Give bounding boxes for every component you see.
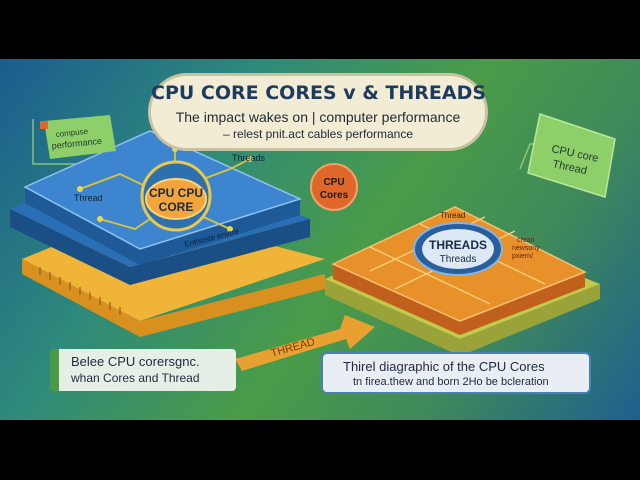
right-chip-center-text-2: Threads [440,254,477,265]
left-tag-text-1: compuse [55,127,89,139]
right-chip-side-text-3: pxiern/ [512,253,533,260]
right-chip-center [422,229,494,269]
left-chip-layer1-side [25,187,300,265]
caption-left-line-1: Belee CPU corersgnc. [71,354,200,369]
letterbox-bottom [0,420,640,480]
title-subtitle-1: The impact wakes on | computer performan… [175,109,461,125]
caption-right-line-1: Thirel diagraphic of the CPU Cores [343,359,545,374]
caption-card-right: Thirel diagraphic of the CPU Cores tn fi… [321,352,591,394]
infographic-graphics: CPU CPU CORE Thread Threads Enthoste env… [10,113,616,371]
cpu-cores-badge-circle [310,163,358,211]
right-chip: THREADS Threads Thread crean newsony pxi… [325,206,600,356]
letterbox-top [0,0,640,59]
left-tag-corner [40,121,48,129]
title-subtitle-2: – relest pnit.act cables performance [222,127,414,141]
left-chip-threads-label: Threads [232,153,266,163]
left-chip-core-text-1: CPU CPU [149,186,203,200]
title-heading: CPU CORE CORES v & THREADS [151,82,487,104]
caption-left-line-2: whan Cores and Thread [71,371,200,385]
left-chip-core [145,178,207,220]
title-banner: CPU CORE CORES v & THREADS The impact wa… [148,73,488,151]
left-chip-thread-label: Thread [74,193,103,203]
left-chip-core-text-2: CORE [159,200,194,214]
thread-arrow-shape [235,315,375,371]
right-chip-base-side [325,279,600,356]
left-chip-pins [39,267,121,315]
left-tag-shape [44,115,116,159]
left-chip-layer2-side [10,209,310,285]
right-chip-center-text-1: THREADS [429,238,487,252]
right-tag: CPU core Thread [527,113,616,198]
caption-right-line-2: tn firea.thew and born 2Ho be bcleration [353,376,549,388]
right-tag-shape [527,113,616,198]
left-chip-base-side [22,259,325,337]
thread-arrow-label: THREAD [270,336,317,360]
left-chip: CPU CPU CORE Thread Threads Enthoste env… [10,130,325,337]
cpu-cores-badge: CPU Cores [310,163,358,211]
cpu-cores-badge-text-2: Cores [320,190,349,201]
infographic: CPU CPU CORE Thread Threads Enthoste env… [0,59,640,420]
caption-card-left: Belee CPU corersgnc. whan Cores and Thre… [50,349,236,391]
left-tag: compuse performance [40,115,116,159]
cpu-cores-badge-text-1: CPU [323,177,344,188]
right-chip-thread-label: Thread [440,211,465,220]
right-chip-side-text-2: newsony [512,245,540,252]
right-chip-side-text-1: crean [517,237,535,244]
